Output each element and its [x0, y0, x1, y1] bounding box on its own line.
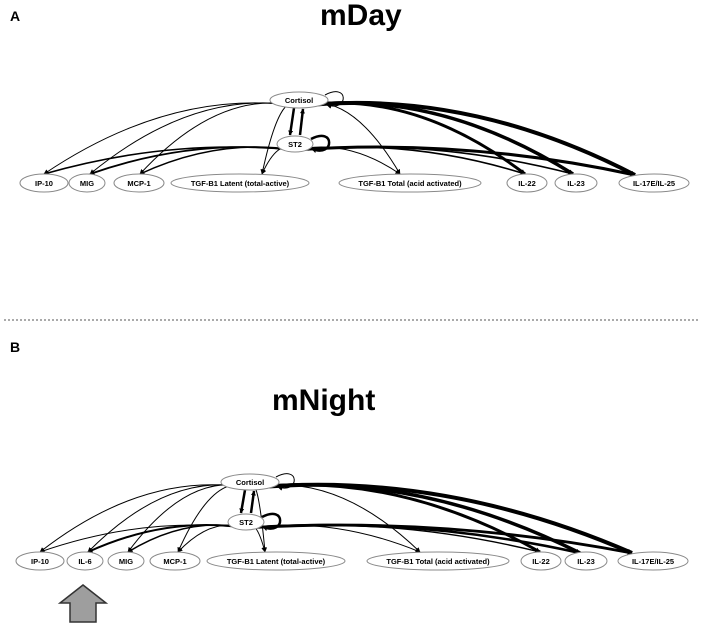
- edge-cortisol-self: [275, 473, 295, 491]
- edge-cortisol-il-17e-il-25: [298, 100, 636, 177]
- svg-text:IP-10: IP-10: [35, 179, 53, 188]
- node-st2: ST2: [227, 513, 265, 531]
- up-arrow-icon: [57, 584, 109, 623]
- edge-cortisol-self: [324, 91, 344, 109]
- node-il-6: IL-6: [66, 551, 104, 571]
- node-il-22: IL-22: [520, 551, 562, 571]
- edge-st2-il-6: [87, 524, 247, 553]
- edge-st2-mig: [127, 524, 247, 553]
- node-ip-10: IP-10: [19, 173, 69, 193]
- svg-text:IL-23: IL-23: [577, 557, 595, 566]
- node-tgf-total: TGF-B1 Total (acid activated): [366, 551, 510, 571]
- svg-text:Cortisol: Cortisol: [285, 96, 313, 105]
- svg-text:Cortisol: Cortisol: [236, 478, 264, 487]
- svg-text:MCP-1: MCP-1: [127, 179, 150, 188]
- edge-st2-self: [261, 512, 282, 531]
- panel-b-edges: [39, 473, 633, 555]
- edge-st2-self: [310, 134, 331, 153]
- svg-text:IP-10: IP-10: [31, 557, 49, 566]
- node-il-17e-il-25: IL-17E/IL-25: [618, 173, 690, 193]
- node-cortisol: Cortisol: [220, 473, 280, 491]
- edge-st2-ip-10: [39, 524, 247, 553]
- node-il-23: IL-23: [554, 173, 598, 193]
- svg-text:IL-22: IL-22: [532, 557, 550, 566]
- edge-st2-tgf-total: [294, 146, 401, 175]
- edge-cortisol-st2: [288, 107, 296, 136]
- panel-a-title: mDay: [320, 0, 402, 32]
- edge-st2-mcp-1: [139, 146, 296, 175]
- node-il-23: IL-23: [564, 551, 608, 571]
- svg-text:TGF-B1 Total (acid activated): TGF-B1 Total (acid activated): [358, 179, 462, 188]
- panel-b-title: mNight: [272, 384, 375, 417]
- svg-text:MCP-1: MCP-1: [163, 557, 186, 566]
- edge-st2-cortisol: [298, 108, 305, 136]
- panel-a-edges: [43, 91, 636, 177]
- node-tgf-latent: TGF-B1 Latent (total-active): [170, 173, 310, 193]
- edge-st2-il-17e-il-25: [245, 523, 633, 555]
- edge-cortisol-il-23: [298, 101, 574, 176]
- svg-text:IL-17E/IL-25: IL-17E/IL-25: [633, 179, 675, 188]
- svg-text:MIG: MIG: [119, 557, 133, 566]
- svg-text:IL-23: IL-23: [567, 179, 585, 188]
- edge-st2-cortisol: [249, 490, 256, 514]
- edge-st2-il-17e-il-25: [294, 145, 636, 177]
- node-ip-10: IP-10: [15, 551, 65, 571]
- svg-text:ST2: ST2: [288, 140, 302, 149]
- panel-b-letter: B: [10, 339, 20, 355]
- node-il-17e-il-25: IL-17E/IL-25: [617, 551, 689, 571]
- node-tgf-latent: TGF-B1 Latent (total-active): [206, 551, 346, 571]
- node-il-22: IL-22: [506, 173, 548, 193]
- node-cortisol: Cortisol: [269, 91, 329, 109]
- panel-a-letter: A: [10, 8, 20, 24]
- svg-text:MIG: MIG: [80, 179, 94, 188]
- node-mcp-1: MCP-1: [149, 551, 201, 571]
- node-st2: ST2: [276, 135, 314, 153]
- node-mcp-1: MCP-1: [113, 173, 165, 193]
- edge-cortisol-il-22: [298, 101, 526, 176]
- node-mig: MIG: [68, 173, 106, 193]
- svg-text:ST2: ST2: [239, 518, 253, 527]
- node-mig: MIG: [107, 551, 145, 571]
- panel-a: A mDay Cortisol ST2 IP-10 MIG MCP-1: [10, 0, 690, 193]
- svg-text:TGF-B1 Total (acid activated): TGF-B1 Total (acid activated): [386, 557, 490, 566]
- svg-text:TGF-B1 Latent (total-active): TGF-B1 Latent (total-active): [191, 179, 290, 188]
- panel-a-nodes: Cortisol ST2 IP-10 MIG MCP-1 TGF-B1 Late…: [19, 91, 690, 193]
- node-tgf-total: TGF-B1 Total (acid activated): [338, 173, 482, 193]
- panel-b-nodes: Cortisol ST2 IP-10 IL-6 MIG MCP-1: [15, 473, 689, 571]
- edge-cortisol-il-17e-il-25: [249, 482, 633, 555]
- svg-text:TGF-B1 Latent (total-active): TGF-B1 Latent (total-active): [227, 557, 326, 566]
- svg-text:IL-6: IL-6: [78, 557, 91, 566]
- svg-text:IL-17E/IL-25: IL-17E/IL-25: [632, 557, 674, 566]
- edge-cortisol-st2: [239, 489, 247, 514]
- svg-text:IL-22: IL-22: [518, 179, 536, 188]
- panel-b: B mNight Cortisol ST2 IP-10 IL-6 MIG: [10, 339, 689, 623]
